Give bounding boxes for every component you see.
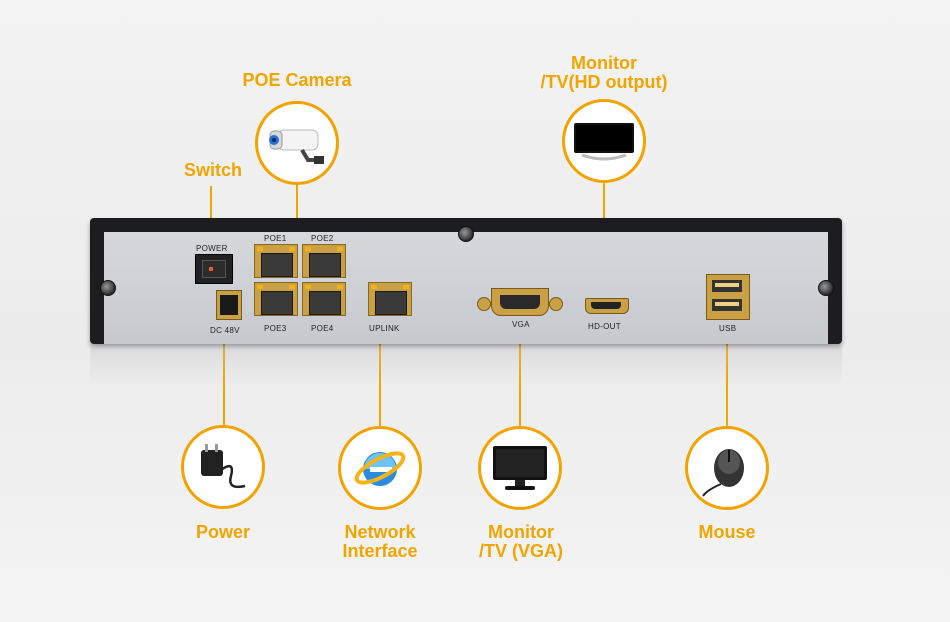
line-network: [379, 312, 381, 428]
network-circle: [338, 426, 422, 510]
line-monitor-vga: [519, 316, 521, 428]
screw-right: [818, 280, 834, 296]
uplink-label: UPLINK: [369, 324, 400, 333]
monitor-hd-title-line2: /TV(HD output): [540, 72, 668, 92]
poe3-label: POE3: [264, 324, 287, 333]
power-adapter-icon: [201, 444, 246, 489]
flat-tv-icon: [574, 123, 634, 161]
power-title: Power: [195, 522, 251, 542]
poe2-port[interactable]: [302, 244, 346, 278]
vga-connector-icon: [491, 288, 549, 316]
usb-label: USB: [719, 324, 737, 333]
screw-left: [100, 280, 116, 296]
network-title-line1: Network: [344, 522, 416, 542]
line-power: [223, 304, 225, 426]
dc-jack-icon: [220, 295, 238, 315]
switch-title: Switch: [183, 160, 242, 180]
monitor-hd-title-line1: Monitor: [571, 53, 637, 73]
poe-camera-title: POE Camera: [242, 70, 352, 90]
usb-connector-icon: [712, 280, 742, 292]
hdmi-connector-icon: [591, 302, 621, 309]
nvr-device: POWER DC 48V POE1 POE2 POE3 POE4 UPLINK: [90, 218, 842, 344]
device-reflection: [90, 346, 842, 386]
monitor-vga-title-line2: /TV (VGA): [479, 541, 563, 561]
poe4-port[interactable]: [302, 282, 346, 316]
monitor-hd-circle: [562, 99, 646, 183]
uplink-port[interactable]: [368, 282, 412, 316]
monitor-vga-title-line1: Monitor: [488, 522, 554, 542]
dc-label: DC 48V: [210, 326, 240, 335]
vga-label: VGA: [512, 320, 530, 329]
rocker-icon: [202, 260, 226, 278]
screw-top: [458, 226, 474, 242]
power-label: POWER: [196, 244, 228, 253]
poe2-label: POE2: [311, 234, 334, 243]
hd-out-label: HD-OUT: [588, 322, 621, 331]
monitor-icon: [493, 446, 547, 490]
mouse-circle: [685, 426, 769, 510]
line-poe-camera: [296, 168, 298, 230]
line-mouse: [726, 318, 728, 428]
camera-icon: [269, 129, 324, 164]
hdmi-port[interactable]: [585, 298, 629, 314]
power-switch[interactable]: [195, 254, 233, 284]
power-circle: [181, 425, 265, 509]
poe1-port[interactable]: [254, 244, 298, 278]
network-title-line2: Interface: [342, 541, 418, 561]
mouse-icon: [702, 449, 744, 497]
usb-ports[interactable]: [706, 274, 750, 320]
internet-explorer-icon: [354, 451, 406, 486]
poe1-label: POE1: [264, 234, 287, 243]
monitor-vga-circle: [478, 426, 562, 510]
poe-camera-circle: [255, 101, 339, 185]
vga-port[interactable]: [477, 288, 563, 316]
poe3-port[interactable]: [254, 282, 298, 316]
mouse-title: Mouse: [698, 522, 756, 542]
poe4-label: POE4: [311, 324, 334, 333]
dc-jack[interactable]: [216, 290, 242, 320]
rear-panel: POWER DC 48V POE1 POE2 POE3 POE4 UPLINK: [100, 226, 834, 344]
